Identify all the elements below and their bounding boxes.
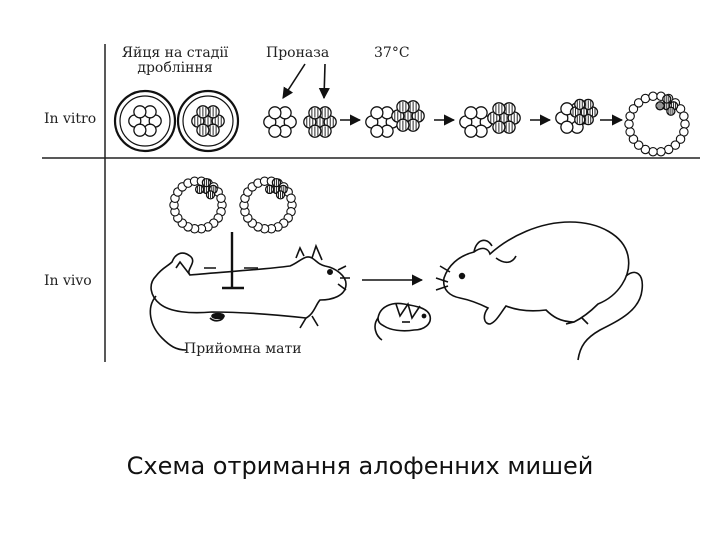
pronase-label: Проназа bbox=[266, 46, 329, 61]
blastocyst-vivo-1-cell bbox=[217, 194, 225, 202]
egg-white-cell bbox=[134, 106, 146, 118]
eggs-label: Яйця на стадії дроблiння bbox=[110, 46, 240, 76]
blastocyst-vitro-cell bbox=[680, 112, 688, 120]
aggregate-a-white-cell bbox=[371, 125, 383, 137]
pronase-arrow-2 bbox=[324, 64, 325, 98]
naked-white-cell bbox=[269, 107, 281, 119]
blastocyst-vitro-cell bbox=[681, 120, 689, 128]
eggs-label-line1: Яйця на стадії bbox=[110, 46, 240, 61]
embryo-sequence bbox=[115, 91, 689, 233]
aggregate-a-white-cell bbox=[371, 107, 383, 119]
in-vivo-label: In vivo bbox=[44, 274, 92, 289]
eggs-label-line2: дроблiння bbox=[110, 61, 240, 76]
blastocyst-vitro-cell bbox=[625, 120, 633, 128]
temperature-label: 37°С bbox=[374, 46, 410, 61]
naked-white-cell bbox=[269, 125, 281, 137]
in-vitro-label: In vitro bbox=[44, 112, 96, 127]
aggregate-c-white-cell bbox=[561, 121, 573, 133]
blastocyst-vitro-cell bbox=[657, 148, 665, 156]
blastocyst-vitro-cell bbox=[664, 145, 672, 153]
blastocyst-vitro-cell bbox=[649, 92, 657, 100]
blastocyst-vitro-cell bbox=[626, 128, 634, 136]
foster-mother-label: Прийомна мати bbox=[184, 342, 302, 357]
aggregate-b-white-cell bbox=[465, 107, 477, 119]
allophenic-mouse bbox=[436, 222, 642, 360]
foster-mother-mouse bbox=[150, 246, 350, 350]
pronase-arrow-1 bbox=[283, 64, 305, 98]
blastocyst-vitro-cell bbox=[641, 94, 649, 102]
blastocyst-vivo-2-cell bbox=[287, 194, 295, 202]
blastocyst-vitro-cell bbox=[649, 148, 657, 156]
egg-white-cell bbox=[134, 124, 146, 136]
caption: Схема отримання алофенних мишей bbox=[0, 452, 720, 480]
pup bbox=[375, 304, 430, 340]
aggregate-b-white-cell bbox=[465, 125, 477, 137]
